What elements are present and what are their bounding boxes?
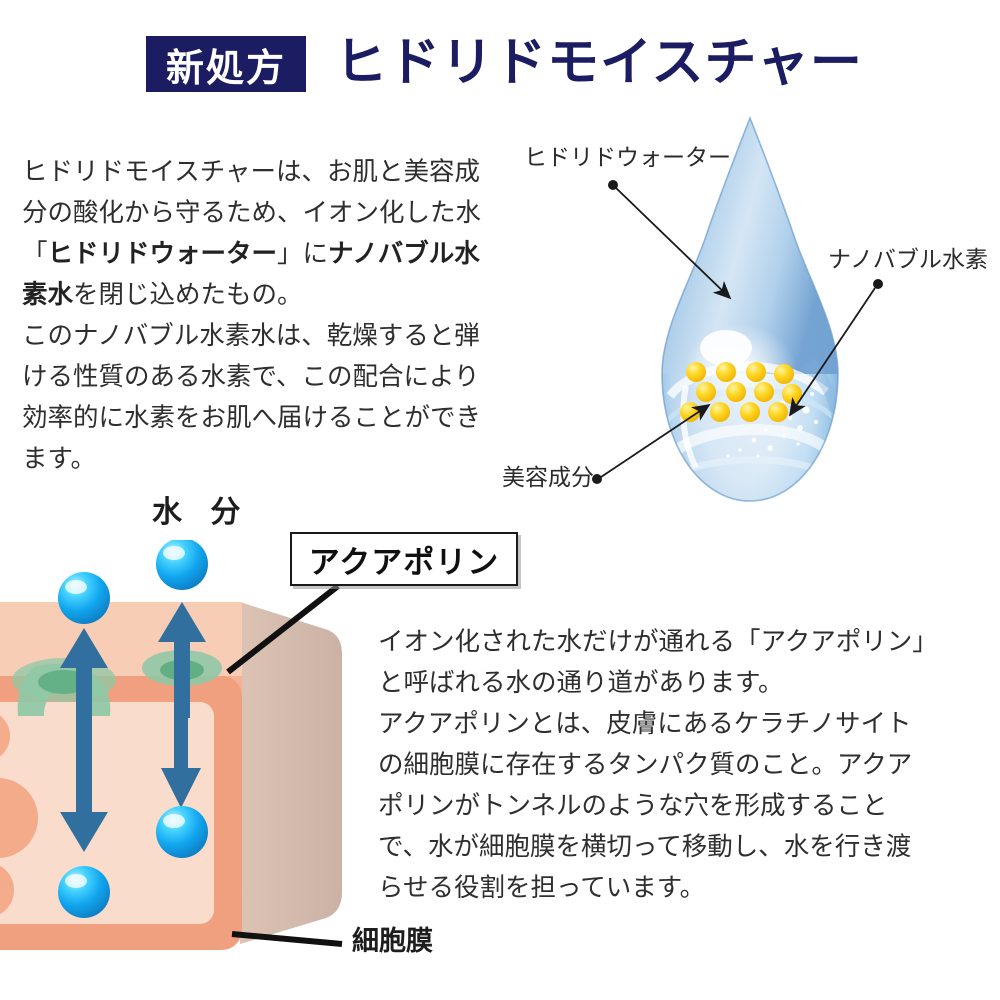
intro-line-3-open: 「 bbox=[22, 240, 48, 268]
cell-svg bbox=[0, 538, 342, 950]
intro-term-nanobubble-b: 素水 bbox=[22, 281, 74, 309]
aquaporin-line-2: と呼ばれる水の通り道があります。 bbox=[378, 669, 784, 697]
intro-line-1: ヒドリドモイスチャーは、お肌と美容成 bbox=[22, 158, 480, 186]
label-hydrid-water: ヒドリドウォーター bbox=[524, 144, 731, 170]
cell-side-face bbox=[240, 602, 342, 944]
intro-line-6: ける性質のある水素で、この配合により bbox=[22, 363, 480, 391]
intro-line-2: 分の酸化から守るため、イオン化した水 bbox=[22, 199, 482, 227]
organelle-blobs bbox=[0, 715, 38, 915]
bidirectional-water-arrow bbox=[60, 628, 108, 852]
upward-water-arrow bbox=[158, 602, 206, 718]
water-molecule bbox=[156, 806, 208, 858]
water-molecule bbox=[156, 538, 208, 590]
aquaporin-line-7: らせる役割を担っています。 bbox=[378, 874, 706, 902]
label-cell-membrane: 細胞膜 bbox=[352, 926, 433, 956]
intro-term-hydrid-water: ヒドリドウォーター bbox=[47, 240, 278, 268]
intro-paragraph: ヒドリドモイスチャーは、お肌と美容成 分の酸化から守るため、イオン化した水 「ヒ… bbox=[22, 152, 492, 480]
intro-line-3-mid: 」に bbox=[277, 240, 329, 268]
aquaporin-callout-box: アクアポリン bbox=[290, 532, 518, 586]
aquaporin-line-5: ポリンがトンネルのような穴を形成すること bbox=[378, 792, 888, 820]
aquaporin-paragraph: イオン化された水だけが通れる「アクアポリン」 と呼ばれる水の通り道があります。 … bbox=[378, 622, 978, 909]
intro-line-8: ます。 bbox=[22, 445, 96, 473]
label-nanobubble-hydrogen: ナノバブル水素 bbox=[828, 246, 988, 272]
intro-line-5: このナノバブル水素水は、乾燥すると弾 bbox=[22, 322, 480, 350]
intro-term-nanobubble-a: ナノバブル水 bbox=[328, 240, 480, 268]
cell-membrane-figure bbox=[0, 538, 390, 980]
label-water-content: 水 分 bbox=[152, 496, 251, 529]
aquaporin-line-1: イオン化された水だけが通れる「アクアポリン」 bbox=[378, 628, 938, 656]
intro-line-4-rest: を閉じ込めたもの。 bbox=[73, 281, 303, 309]
header: 新処方 ヒドリドモイスチャー bbox=[0, 0, 1000, 110]
aquaporin-line-3: アクアポリンとは、皮膚にあるケラチノサイト bbox=[378, 710, 912, 738]
aquaporin-line-6: で、水が細胞膜を横切って移動し、水を行き渡 bbox=[378, 833, 912, 861]
downward-water-arrow bbox=[161, 698, 201, 808]
new-formula-badge-label: 新処方 bbox=[165, 47, 286, 90]
label-beauty-ingredient: 美容成分 bbox=[502, 464, 594, 490]
new-formula-badge: 新処方 bbox=[146, 36, 306, 92]
aquaporin-line-4: の細胞膜に存在するタンパク質のこと。アクア bbox=[378, 751, 913, 779]
water-molecule-group bbox=[58, 538, 208, 918]
aquaporin-callout-label: アクアポリン bbox=[308, 544, 500, 581]
water-molecule bbox=[58, 866, 110, 918]
water-molecule bbox=[58, 572, 110, 624]
intro-line-7: 効率的に水素をお肌へ届けることができ bbox=[22, 404, 482, 432]
page-title: ヒドリドモイスチャー bbox=[335, 35, 863, 92]
